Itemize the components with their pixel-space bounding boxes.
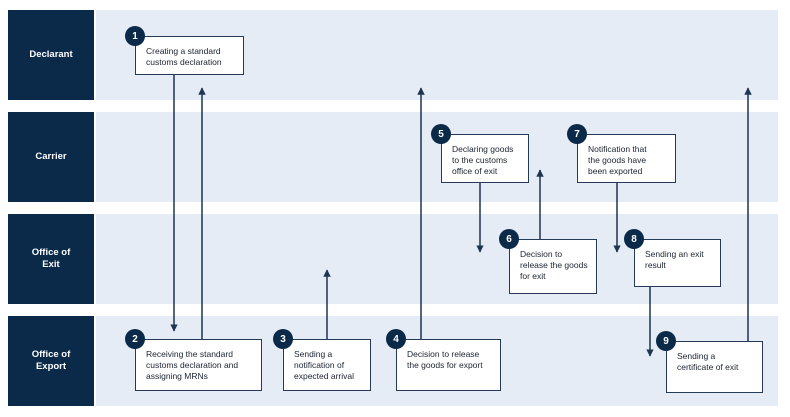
step-9: Sending a certificate of exit [666,341,763,393]
step-5: Declaring goods to the customs office of… [441,134,529,183]
step-2-text: Receiving the standard customs declarati… [146,349,239,381]
step-3-text: Sending a notification of expected arriv… [294,349,355,381]
step-1: Creating a standard customs declaration [135,36,244,75]
step-4-text: Decision to release the goods for export [407,349,483,370]
step-1-text: Creating a standard customs declaration [146,46,222,67]
step-9-badge: 9 [656,331,676,351]
step-1-badge: 1 [125,26,145,46]
step-9-text: Sending a certificate of exit [677,351,739,372]
step-7-badge: 7 [567,124,587,144]
step-7-text: Notification that the goods have been ex… [588,144,647,176]
step-2-badge: 2 [125,329,145,349]
step-5-badge: 5 [431,124,451,144]
step-4-badge: 4 [386,329,406,349]
step-2: Receiving the standard customs declarati… [135,339,262,391]
lane-label-carrier: Carrier [8,112,94,202]
step-3-badge: 3 [273,329,293,349]
step-6-text: Decision to release the goods for exit [520,249,588,281]
step-8: Sending an exit result [634,239,721,287]
step-6-badge: 6 [499,229,519,249]
lane-label-office-of-exit: Office of Exit [8,214,94,304]
step-7: Notification that the goods have been ex… [577,134,676,183]
step-4: Decision to release the goods for export [396,339,501,391]
step-6: Decision to release the goods for exit [509,239,597,294]
lane-label-declarant: Declarant [8,10,94,100]
step-8-badge: 8 [624,229,644,249]
lane-label-office-of-export: Office of Export [8,316,94,406]
step-5-text: Declaring goods to the customs office of… [452,144,514,176]
step-8-text: Sending an exit result [645,249,704,270]
step-3: Sending a notification of expected arriv… [283,339,371,391]
